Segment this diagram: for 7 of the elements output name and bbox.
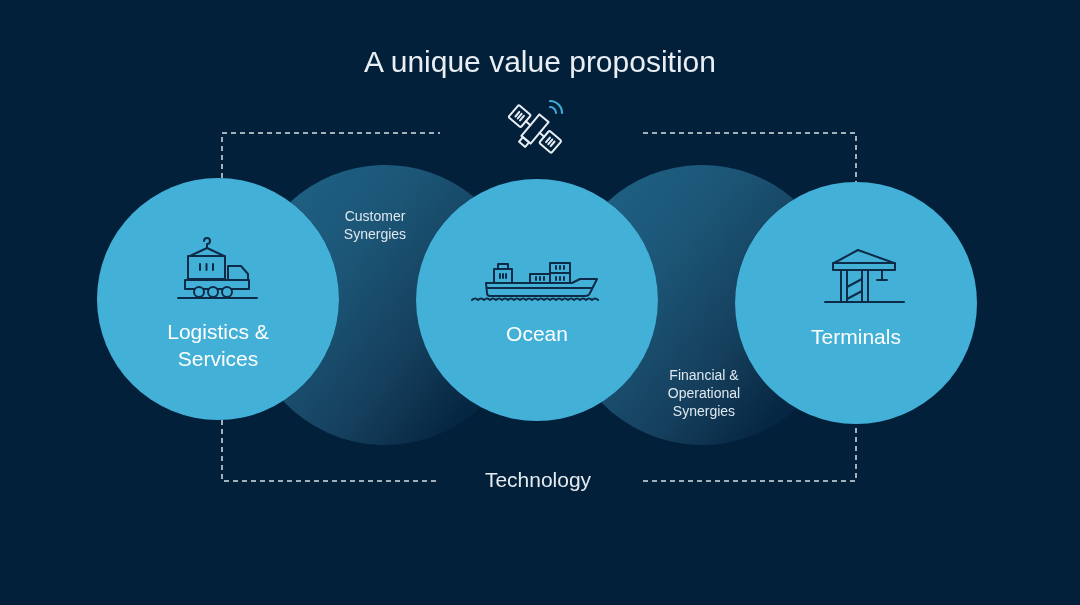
synergy-label: Financial & Operational Synergies <box>666 366 742 420</box>
circle-label: Ocean <box>505 321 569 347</box>
circle-label: Logistics & Services <box>166 319 270 372</box>
synergy-label: Customer Synergies <box>342 207 408 243</box>
diagram-title: A unique value proposition <box>363 44 717 80</box>
circle-label: Terminals <box>810 324 902 350</box>
frame-label: Technology <box>483 467 593 493</box>
